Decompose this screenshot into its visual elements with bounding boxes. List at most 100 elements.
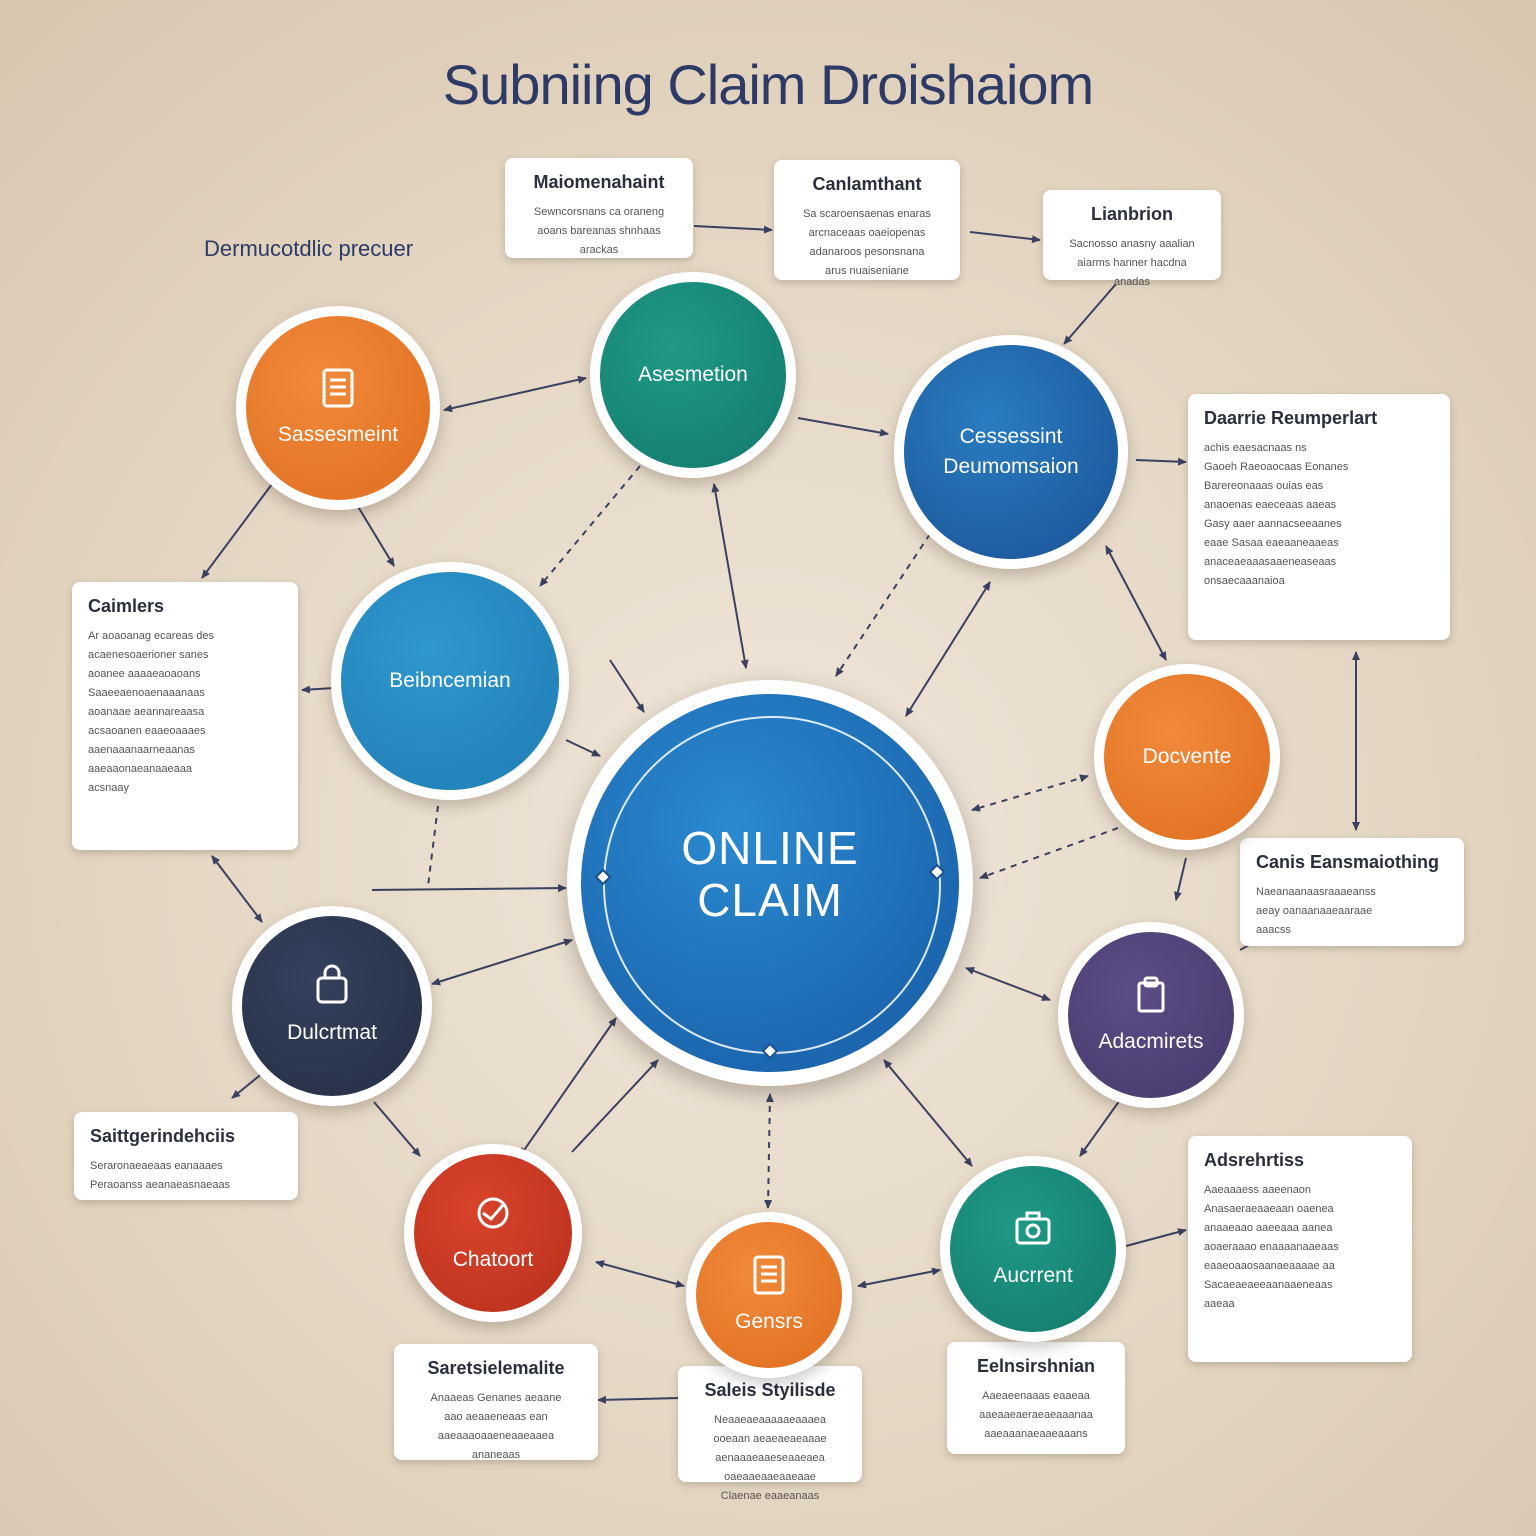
info-box-title: Canlamthant [812,174,922,194]
info-box-line: aoanaae aeannareaasa [88,706,205,718]
info-box-line: Ar aoaoanag ecareas des [88,630,214,642]
info-box-title: Eelnsirshnian [976,1356,1096,1376]
connector-arrow [857,1267,941,1289]
info-box-line: arackas [579,244,619,256]
connector-arrow [1079,1099,1121,1157]
connector-arrow [595,1260,685,1288]
info-box-title: Saittgerindehciis [90,1126,236,1146]
connector-arrow [519,1017,617,1157]
info-box-line: acsnaay [88,782,129,794]
info-box-line: aao aeaaeneaas ean [444,1411,548,1423]
info-box-title: Canis Eansmaiothing [1256,852,1440,872]
info-box-bottom-center: Saleis Styilisde Neaaeaeaaaaaeaaaea ooea… [678,1366,862,1502]
node-label: Deumomsaion [943,455,1079,478]
connector-arrow [764,1093,774,1209]
info-box-line: eaae Sasaa eaeaaneaaeas [1204,537,1339,549]
node-label: Dulcrtmat [287,1021,377,1044]
info-box-line: aaeaaeaeraeaeaaanaa [979,1409,1093,1421]
connector-arrow [971,774,1089,812]
info-box-line: Barereonaaas ouias eas [1204,480,1324,492]
info-box-top-left: Maiomenahaint Sewncorsnans ca oraneng ao… [505,158,693,258]
info-box-line: Gasy aaer aannacseeaanes [1204,518,1342,530]
connector-arrow [965,967,1051,1001]
connector-arrow [1135,457,1187,466]
node-docvente: Docvente [1094,664,1280,850]
info-box-line: acsaoanen eaaeoaaaes [88,725,206,737]
info-box-line: ooeaan aeaeaeaeaaae [713,1433,827,1445]
center-node-fill: ONLINE CLAIM [581,694,959,1072]
info-box-line: onsaecaaanaioa [1204,575,1285,587]
info-box-line: Aaeaeenaaas eaaeaa [982,1390,1090,1402]
connector-arrow [301,685,335,694]
connector-arrow [883,1059,973,1167]
node-label: Adacmirets [1098,1030,1204,1053]
info-box-title: Maiomenahaint [533,172,665,192]
info-box-line: aaenaaanaarneaanas [88,744,196,756]
center-node-label: ONLINE CLAIM [581,822,959,926]
info-box-line: Seraronaeaeaas eanaaaes [90,1160,223,1172]
connector-arrow [201,475,279,579]
center-label-line2: CLAIM [697,874,843,926]
node-label: Gensrs [735,1310,803,1333]
node-label: Docvente [1142,745,1232,768]
info-box-title: Lianbrion [1091,204,1173,224]
node-dulcrtmat: Dulcrtmat [232,906,432,1106]
info-box-line: arcnaceaas oaeiopenas [808,227,926,239]
info-box-line: aaeaaonaeanaaeaaa [88,763,193,775]
connector-arrow [371,884,567,893]
info-box-line: aoaeraaao enaaaanaaeaas [1204,1241,1339,1253]
connector-arrow [609,659,645,713]
info-box-line: Gaoeh Raeoaocaas Eonanes [1204,461,1349,473]
info-box-line: anadas [1113,276,1151,288]
info-box-line: Claenae eaaeanaas [720,1490,820,1502]
info-box-line: oaeaaeaaeaaeaae [724,1471,816,1483]
connector-arrow [835,533,931,677]
info-box-line: aiarms hanner hacdna [1077,257,1187,269]
info-box-line: ananeaas [471,1449,521,1461]
connector-arrow [443,375,587,413]
info-box-line: achis eaesacnaas ns [1204,442,1307,454]
camera-icon [1015,1211,1051,1245]
node-aucrrent: Aucrrent [940,1156,1126,1342]
node-label: Chatoort [452,1248,534,1271]
node-asesmetion: Asesmetion [590,272,796,478]
node-gensrs: Gensrs [686,1212,852,1378]
info-box-line: Aaeaaaess aaeenaon [1204,1184,1312,1196]
center-node-online-claim: ONLINE CLAIM [567,680,973,1086]
info-box-title: Daarrie Reumperlart [1204,408,1378,428]
connector-arrow [597,1395,681,1404]
node-label: Aucrrent [993,1264,1073,1287]
info-box-line: anaceaeaaasaaeneaseaas [1204,556,1337,568]
node-label: Cessessint [959,425,1063,448]
info-box-title: Saretsielemalite [427,1358,565,1378]
node-beibncemian: Beibncemian [331,562,569,800]
connector-arrow [1173,857,1187,901]
info-box-line: aaacss [1256,924,1291,936]
info-box-line: arus nuaiseniane [825,265,909,277]
info-box-line: aenaaaeaaeseaaeaea [715,1452,825,1464]
connector-arrow [693,225,773,234]
connector-arrow [905,581,991,717]
info-box-line: acaenesoaerioner sanes [88,649,209,661]
info-box-title: Caimlers [88,596,165,616]
info-box-left-lower: Saittgerindehciis Seraronaeaeaas eanaaae… [74,1112,298,1200]
info-box-line: Peraoanss aeanaeasnaeaas [90,1179,231,1191]
info-box-line: Anasaeraeaaeaan oaenea [1204,1203,1334,1215]
document-icon [753,1255,785,1295]
node-label: Asesmetion [638,363,748,386]
connector-arrow [1125,1228,1187,1247]
info-box-top-center: Canlamthant Sa scaroensaenas enaras arcn… [774,160,960,280]
node-sassesmeint: Sassesmeint [236,306,440,510]
info-box-line: Anaaeas Genanes aeaane [430,1392,562,1404]
info-box-right-middle: Canis Eansmaiothing Naeanaanaasraaaeanss… [1240,838,1464,946]
connector-arrow [571,1059,659,1153]
connector-arrow [979,827,1119,880]
connector-arrow [797,417,889,437]
node-adacmirets: Adacmirets [1058,922,1244,1108]
connector-arrow [353,499,395,567]
center-label-line1: ONLINE [681,822,859,874]
info-box-bottom-right: Eelnsirshnian Aaeaeenaaas eaaeaa aaeaaea… [947,1342,1125,1454]
info-box-right-lower: Adsrehrtiss Aaeaaaess aaeenaon Anasaerae… [1188,1136,1412,1362]
info-box-right-upper: Daarrie Reumperlart achis eaesacnaas ns … [1188,394,1450,640]
